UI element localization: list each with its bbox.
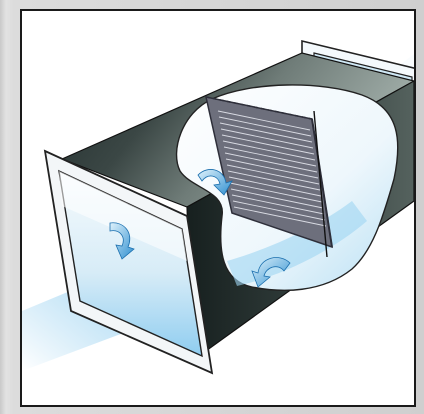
duct-illustration — [22, 11, 416, 407]
diagram-panel — [20, 9, 416, 407]
